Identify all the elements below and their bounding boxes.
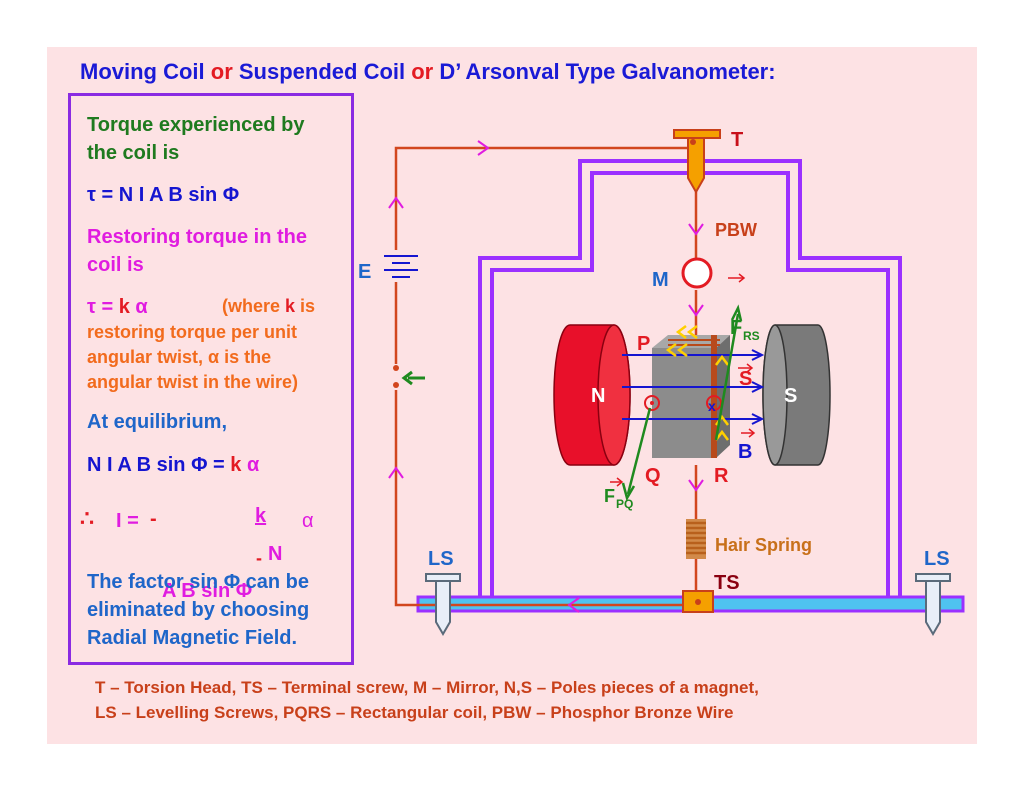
torque-equation: τ = N I A B sin Φ: [87, 184, 240, 206]
fraction-denominator-absin: A B sin Φ: [162, 580, 253, 602]
hair-spring: [686, 519, 706, 559]
force-arrow-rs: [714, 304, 743, 441]
where-line2: restoring torque per unit: [87, 322, 298, 342]
factor-line2: eliminated by choosing: [87, 599, 310, 621]
rectangular-coil: [652, 335, 730, 458]
label-hair-spring: Hair Spring: [715, 535, 812, 555]
factor-line1: The factor sin Φ can be: [87, 571, 310, 593]
label-ls-right: LS: [924, 548, 950, 570]
label-ls-left: LS: [428, 548, 454, 570]
label-s-coil: S: [739, 368, 752, 390]
minus-sign-1: -: [150, 508, 157, 530]
factor-line3: Radial Magnetic Field.: [87, 627, 298, 649]
label-f-rs-subscript: RS: [743, 329, 760, 343]
label-r: R: [714, 465, 729, 487]
fraction-numerator-k: k: [255, 505, 267, 527]
label-m: M: [652, 269, 669, 291]
fraction-denominator-n: N: [268, 543, 283, 565]
coil-current-arrows: [665, 325, 729, 441]
label-n-pole: N: [591, 385, 605, 407]
switch-key: [390, 364, 425, 390]
label-pbw: PBW: [715, 220, 757, 240]
mirror: [681, 257, 713, 289]
battery-symbol: [384, 250, 418, 282]
levelling-screw-left: [425, 573, 461, 636]
levelling-screw-right: [915, 573, 951, 636]
label-x: x: [708, 398, 716, 414]
label-p: P: [637, 333, 650, 355]
current-equation-lhs: I =: [116, 510, 139, 532]
magnetic-field-lines: [622, 349, 765, 425]
current-arrows: [388, 140, 704, 613]
explanation-panel: [68, 93, 354, 665]
label-b: B: [738, 441, 752, 463]
torque-heading-line1: Torque experienced by: [87, 114, 305, 136]
restoring-equation: τ = k α: [87, 296, 148, 318]
where-line1: (where k is: [222, 296, 316, 316]
north-pole-magnet: [553, 324, 631, 466]
label-f-rs: F: [730, 317, 742, 339]
label-e: E: [358, 261, 371, 283]
force-arrow-pq: [621, 407, 652, 502]
label-f-pq: F: [604, 486, 615, 506]
minus-sign-2: -: [256, 548, 262, 568]
current-out-marker: [644, 395, 660, 411]
where-line3: angular twist, α is the: [87, 347, 272, 367]
label-s-pole: S: [784, 385, 797, 407]
where-line4: angular twist in the wire): [87, 372, 299, 392]
label-t: T: [731, 129, 743, 151]
south-pole-magnet: [762, 324, 831, 466]
label-q: Q: [645, 465, 661, 487]
legend-line1: T – Torsion Head, TS – Terminal screw, M…: [95, 678, 759, 697]
restoring-heading-line2: coil is: [87, 254, 144, 276]
equilibrium-heading: At equilibrium,: [87, 411, 227, 433]
current-in-marker: [706, 395, 722, 411]
circuit-wire: [394, 146, 698, 607]
legend-line2: LS – Levelling Screws, PQRS – Rectangula…: [95, 703, 734, 722]
fraction-alpha: α: [302, 510, 314, 532]
label-ts: TS: [714, 572, 740, 594]
label-f-pq-subscript: PQ: [616, 497, 633, 511]
therefore-symbol: ∴: [80, 506, 94, 531]
torque-heading-line2: the coil is: [87, 142, 180, 164]
torsion-head: [673, 129, 721, 195]
restoring-heading-line1: Restoring torque in the: [87, 226, 307, 248]
page-title: Moving Coil or Suspended Coil or D’ Arso…: [80, 59, 776, 84]
equilibrium-equation: N I A B sin Φ = k α: [87, 454, 260, 476]
